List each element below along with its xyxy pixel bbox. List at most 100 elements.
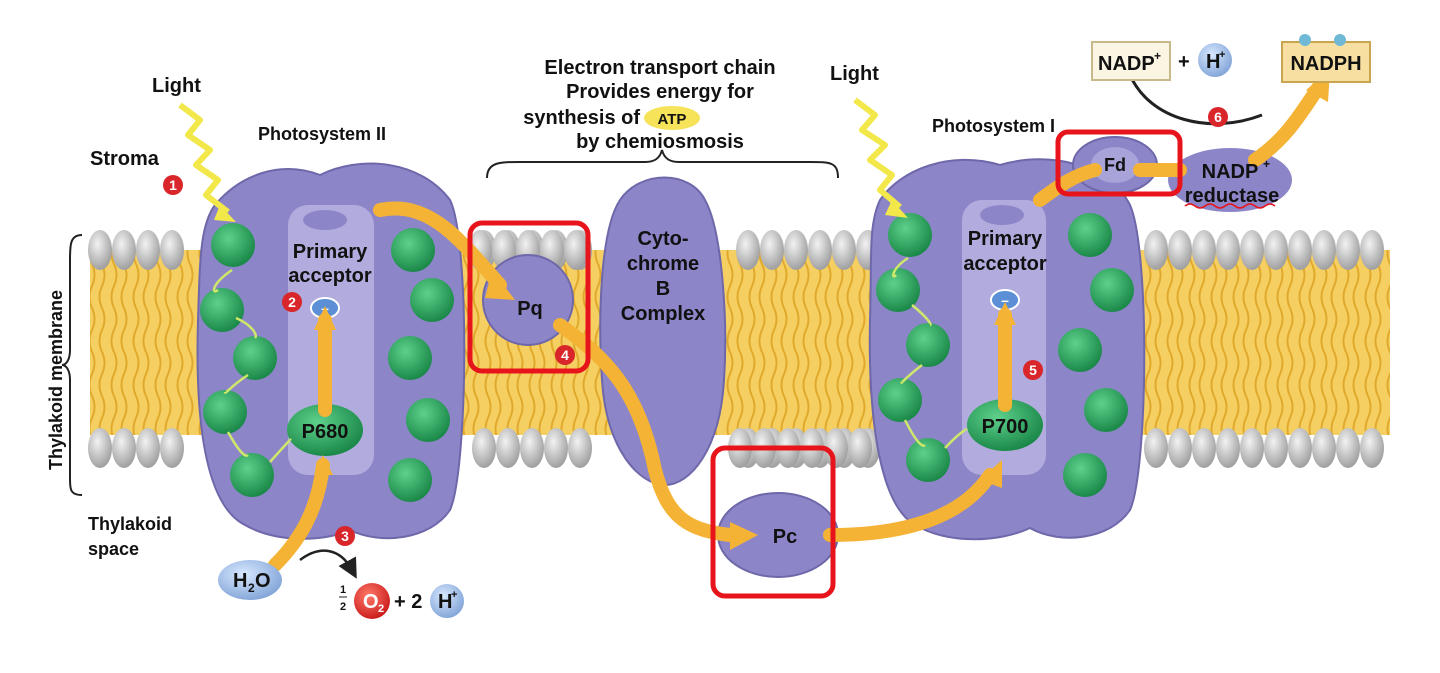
lipid-head bbox=[160, 230, 184, 270]
membrane-brace bbox=[61, 234, 83, 496]
lipid-head bbox=[544, 428, 568, 468]
energy-transfer-arrows bbox=[212, 256, 968, 463]
photosystem-ii-label: Photosystem II bbox=[258, 124, 386, 144]
plastoquinone-pq bbox=[482, 254, 574, 346]
svg-text:–: – bbox=[1001, 292, 1009, 308]
etc-brace bbox=[486, 149, 839, 179]
lipid-head bbox=[1312, 428, 1336, 468]
fd-label: Fd bbox=[1104, 155, 1126, 175]
lipid-head bbox=[1144, 428, 1168, 468]
step-badge-2: 2 bbox=[282, 292, 302, 312]
ferredoxin-fd bbox=[1072, 136, 1158, 194]
svg-text:+ 2: + 2 bbox=[394, 591, 422, 613]
p700-label: P700 bbox=[982, 416, 1029, 438]
svg-text:synthesis of: synthesis of bbox=[523, 107, 640, 129]
p700-reaction-center bbox=[967, 399, 1043, 451]
light-right-label: Light bbox=[830, 63, 879, 85]
lipid-head bbox=[832, 230, 856, 270]
lipid-head bbox=[160, 428, 184, 468]
svg-text:H: H bbox=[233, 570, 247, 592]
step-badge-5: 5 bbox=[1023, 360, 1043, 380]
lipid-head bbox=[112, 230, 136, 270]
highlight-pq bbox=[467, 220, 591, 374]
svg-text:6: 6 bbox=[1214, 109, 1222, 125]
etc-caption: Electron transport chain Provides energy… bbox=[523, 57, 775, 153]
lipid-head bbox=[848, 428, 872, 468]
pc-label: Pc bbox=[773, 526, 797, 548]
lipid-head bbox=[568, 428, 592, 468]
light-bolt-left-icon bbox=[178, 102, 236, 222]
nadp-plus-box: NADP + bbox=[1091, 41, 1171, 81]
lipid-head bbox=[1312, 230, 1336, 270]
water-split-arrow bbox=[299, 549, 357, 579]
svg-text:+: + bbox=[451, 589, 457, 601]
svg-text:2: 2 bbox=[248, 581, 255, 595]
lipid-head bbox=[112, 428, 136, 468]
lipid-head bbox=[1288, 230, 1312, 270]
thylakoid-membrane-label: Thylakoid membrane bbox=[46, 290, 66, 470]
lipid-head bbox=[808, 230, 832, 270]
lipid-head bbox=[1216, 428, 1240, 468]
highlight-fd bbox=[1055, 129, 1183, 197]
svg-text:by chemiosmosis: by chemiosmosis bbox=[576, 131, 744, 153]
lipid-head bbox=[472, 428, 496, 468]
psii-chlorophylls bbox=[200, 223, 454, 502]
light-left-label: Light bbox=[152, 75, 201, 97]
pq-label: Pq bbox=[517, 298, 543, 320]
svg-text:O: O bbox=[255, 570, 271, 592]
svg-text:+: + bbox=[1154, 49, 1161, 63]
h-plus-top: H + bbox=[1198, 43, 1232, 77]
lipid-head bbox=[1240, 428, 1264, 468]
highlight-pc bbox=[710, 445, 836, 599]
svg-text:NADP: NADP bbox=[1202, 161, 1259, 183]
thylakoid-space-label-2: space bbox=[88, 539, 139, 559]
step-badge-1: 1 bbox=[163, 175, 183, 195]
svg-text:Cyto-: Cyto- bbox=[637, 228, 688, 250]
thylakoid-space-label-1: Thylakoid bbox=[88, 514, 172, 534]
svg-text:NADP: NADP bbox=[1098, 53, 1155, 75]
p680-label: P680 bbox=[302, 421, 349, 443]
lipid-head bbox=[1144, 230, 1168, 270]
psi-chlorophylls bbox=[876, 213, 1134, 497]
lipid-head bbox=[1192, 428, 1216, 468]
svg-text:Electron transport chain: Electron transport chain bbox=[544, 57, 775, 79]
svg-text:1: 1 bbox=[340, 584, 346, 596]
lipid-head bbox=[1264, 230, 1288, 270]
svg-text:5: 5 bbox=[1029, 362, 1037, 378]
lipid-head bbox=[496, 428, 520, 468]
svg-text:H: H bbox=[438, 591, 452, 613]
svg-text:1: 1 bbox=[169, 177, 177, 193]
nadp-reduction-arrow bbox=[1128, 74, 1263, 126]
svg-text:Provides energy for: Provides energy for bbox=[566, 81, 754, 103]
svg-text:4: 4 bbox=[561, 347, 569, 363]
nadp-plus-sign: + bbox=[1178, 51, 1190, 73]
primary-acceptor-psii-line1: Primary bbox=[293, 241, 368, 263]
lipid-head bbox=[760, 230, 784, 270]
lipid-head bbox=[1264, 428, 1288, 468]
lipid-head bbox=[824, 428, 848, 468]
svg-text:+: + bbox=[1263, 157, 1270, 171]
svg-text:2: 2 bbox=[378, 603, 384, 615]
lipid-head bbox=[136, 428, 160, 468]
svg-text:2: 2 bbox=[288, 294, 296, 310]
lipid-head bbox=[1336, 230, 1360, 270]
svg-text:2: 2 bbox=[340, 601, 346, 613]
svg-text:B: B bbox=[656, 278, 670, 300]
lipid-head bbox=[1240, 230, 1264, 270]
cytochrome-label: Cyto- chrome B Complex bbox=[621, 228, 705, 325]
lipid-head bbox=[520, 428, 544, 468]
step-badge-3: 3 bbox=[335, 526, 355, 546]
electron-flow-arrows bbox=[268, 81, 1325, 572]
lipid-head bbox=[1216, 230, 1240, 270]
svg-text:+: + bbox=[1178, 51, 1190, 73]
water-molecule: H 2 O bbox=[218, 560, 282, 600]
svg-text:ATP: ATP bbox=[658, 111, 687, 128]
lipid-head bbox=[1168, 230, 1192, 270]
stroma-label: Stroma bbox=[90, 148, 160, 170]
step-badge-4: 4 bbox=[555, 345, 575, 365]
step-badge-6: 6 bbox=[1208, 107, 1228, 127]
light-bolt-right-icon bbox=[853, 97, 908, 218]
arrowheads bbox=[314, 70, 1330, 550]
primary-acceptor-psii-line2: acceptor bbox=[288, 265, 372, 287]
